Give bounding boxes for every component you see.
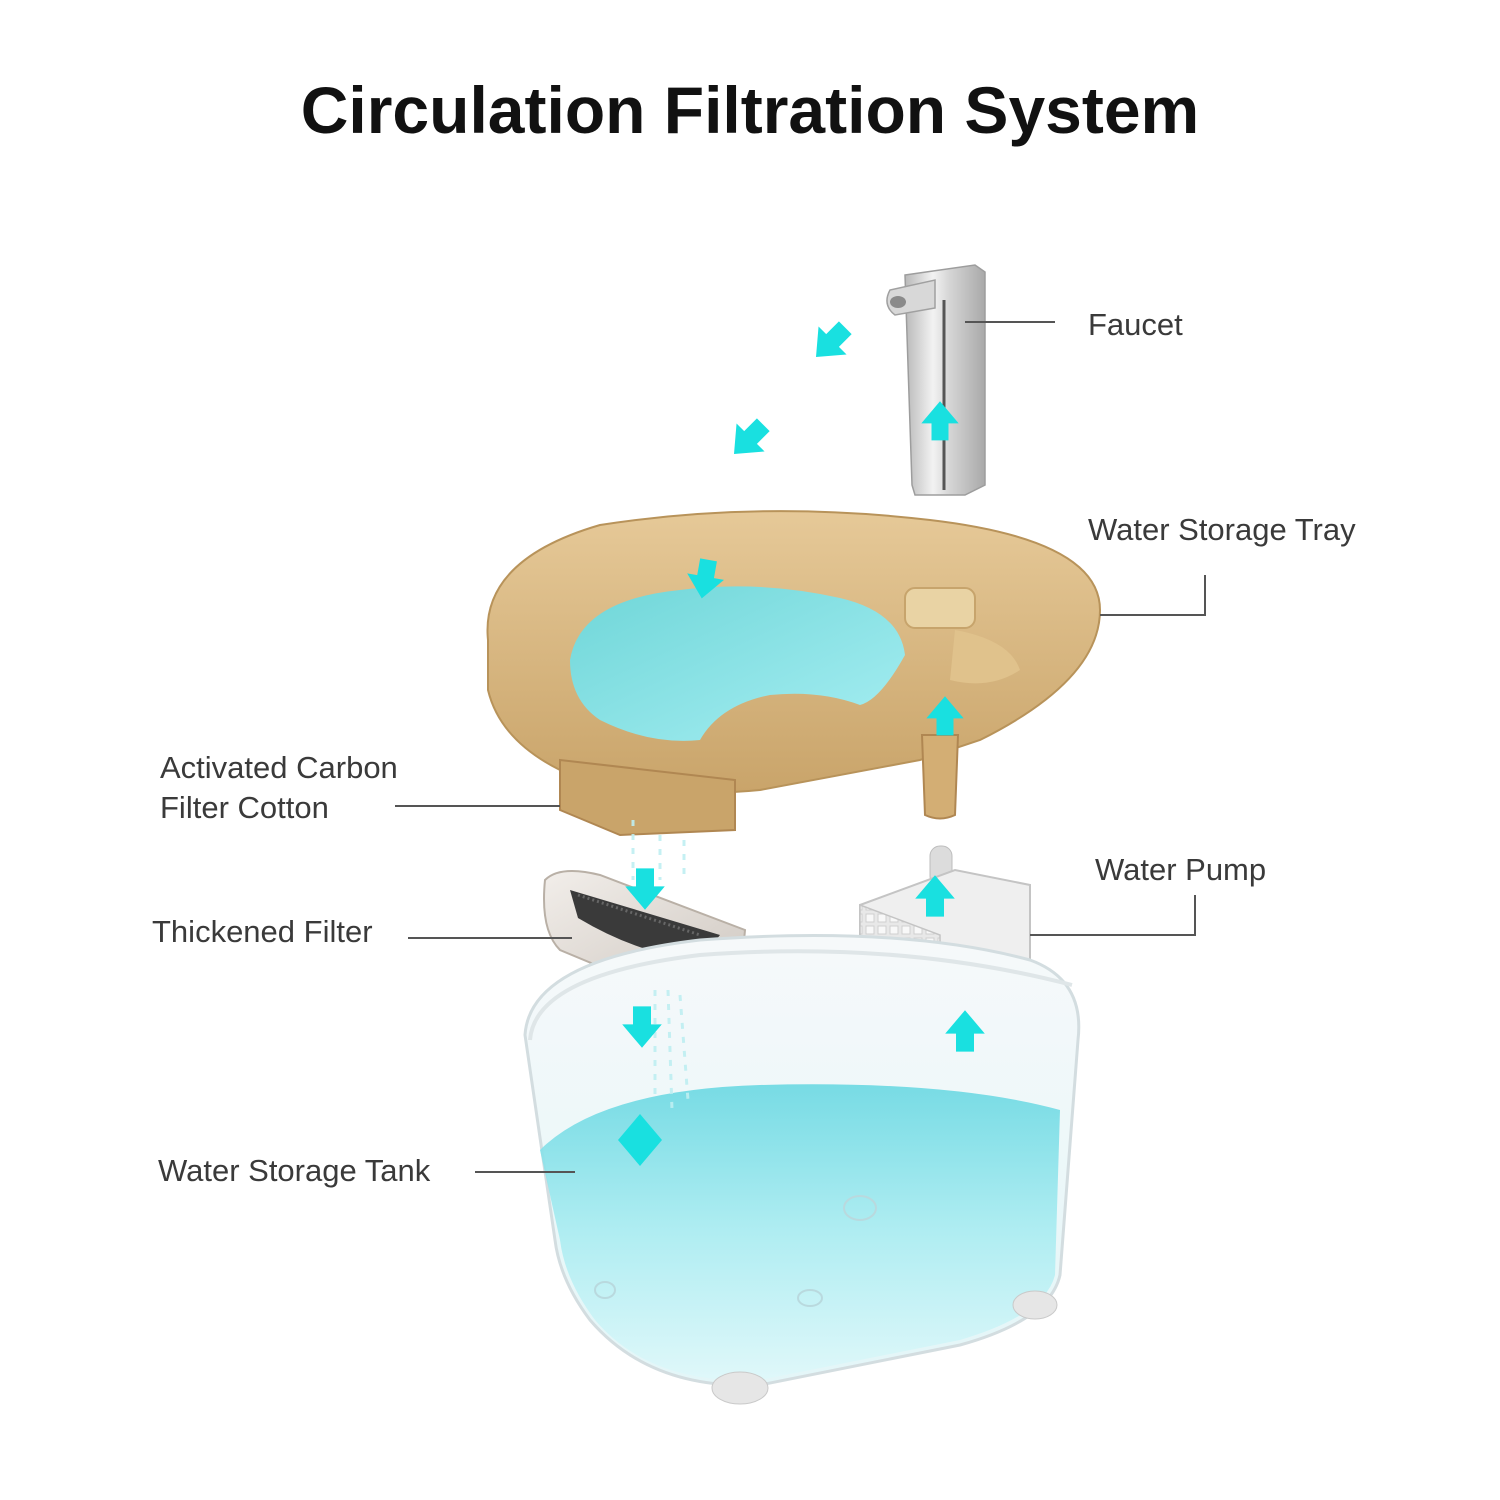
label-activated-carbon: Activated Carbon Filter Cotton [160, 748, 398, 828]
arrow-down-left-icon [719, 410, 778, 469]
arrow-down-left-icon [801, 313, 860, 372]
label-thickened-filter: Thickened Filter [152, 914, 373, 949]
label-water-storage-tank: Water Storage Tank [158, 1153, 431, 1188]
leader-lines [395, 321, 1206, 1173]
label-line-1: Activated Carbon [160, 750, 398, 785]
leader-pump [1030, 895, 1196, 936]
label-water-pump: Water Pump [1095, 852, 1267, 887]
label-water-storage-tray: Water Storage Tray [1088, 512, 1356, 547]
water-storage-tray-part [486, 510, 1102, 837]
flow-arrows [618, 313, 985, 1166]
leader-tray [1100, 575, 1206, 616]
label-faucet: Faucet [1088, 307, 1183, 342]
arrow-up-down-icon [618, 1114, 662, 1166]
label-line-2: Filter Cotton [160, 790, 329, 825]
diagram-title: Circulation Filtration System [300, 73, 1200, 147]
water-storage-tank-part [523, 934, 1081, 1405]
faucet-part [886, 264, 986, 496]
water-stream [631, 820, 690, 1111]
